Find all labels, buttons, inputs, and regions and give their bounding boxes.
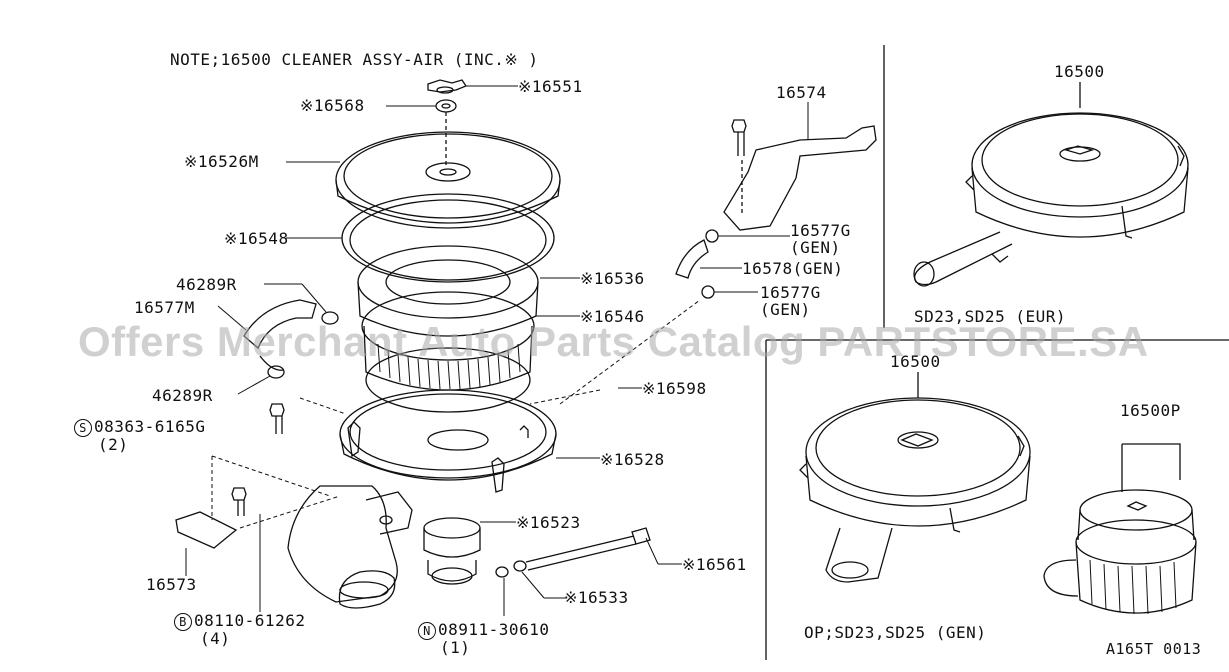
gen-air-cleaner (799, 372, 1031, 583)
nut (495, 566, 509, 578)
housing-body (339, 389, 557, 493)
connector-tube (423, 517, 481, 585)
eur-air-cleaner (913, 82, 1189, 287)
part-label: ※16536 (580, 269, 645, 288)
part-label: ※16533 (564, 588, 629, 607)
part-note: (GEN) (790, 238, 841, 257)
circled-letter: B (174, 612, 192, 631)
quantity-label: (1) (440, 638, 471, 657)
part-label: ※16523 (516, 513, 581, 532)
part-label: ※16526M (184, 152, 259, 171)
part-label: 16577G (760, 283, 821, 302)
part-label: ※16548 (224, 229, 289, 248)
canister-air-cleaner (1043, 443, 1197, 615)
part-label: 16577M (134, 298, 195, 317)
bolt (231, 487, 247, 516)
quantity-label: (2) (98, 435, 129, 454)
variant-caption: OP;SD23,SD25 (GEN) (804, 623, 987, 642)
watermark-text: Offers Merchant Auto Parts Catalog PARTS… (78, 318, 1149, 365)
bolt (269, 403, 285, 434)
variant-caption: SD23,SD25 (EUR) (914, 307, 1066, 326)
filter-pleats (377, 343, 521, 390)
wing-nut (427, 79, 467, 94)
part-label: 46289R (152, 386, 213, 405)
snorkel-inlet (287, 485, 413, 609)
part-label: ※16568 (300, 96, 365, 115)
part-label: 16577G (790, 221, 851, 240)
reference-code: A165T 0013 (1106, 640, 1202, 658)
part-label: 16578(GEN) (742, 259, 844, 278)
quantity-label: (4) (200, 629, 231, 648)
part-label: 16574 (776, 83, 827, 102)
part-label: 16500 (890, 352, 941, 371)
mounting-bracket (675, 119, 877, 299)
top-cover (335, 131, 561, 229)
part-note: (GEN) (760, 300, 811, 319)
part-label: 16573 (146, 575, 197, 594)
note-text: NOTE;16500 CLEANER ASSY-AIR (INC.※ ) (170, 50, 539, 69)
washer (435, 99, 457, 113)
part-label: ※16598 (642, 379, 707, 398)
part-label: 46289R (176, 275, 237, 294)
part-label: 16500 (1054, 62, 1105, 81)
part-label: ※16546 (580, 307, 645, 326)
leader-lines (185, 85, 809, 616)
part-label: ※16561 (682, 555, 747, 574)
bracket (175, 511, 238, 549)
stud-bolt (525, 527, 651, 571)
circled-letter: S (74, 418, 92, 437)
gasket (341, 193, 555, 283)
part-label: 16500P (1120, 401, 1181, 420)
part-label: ※16528 (600, 450, 665, 469)
washer (513, 560, 527, 572)
part-label: ※16551 (518, 77, 583, 96)
circled-letter: N (418, 621, 436, 640)
breather-hose (243, 299, 339, 379)
